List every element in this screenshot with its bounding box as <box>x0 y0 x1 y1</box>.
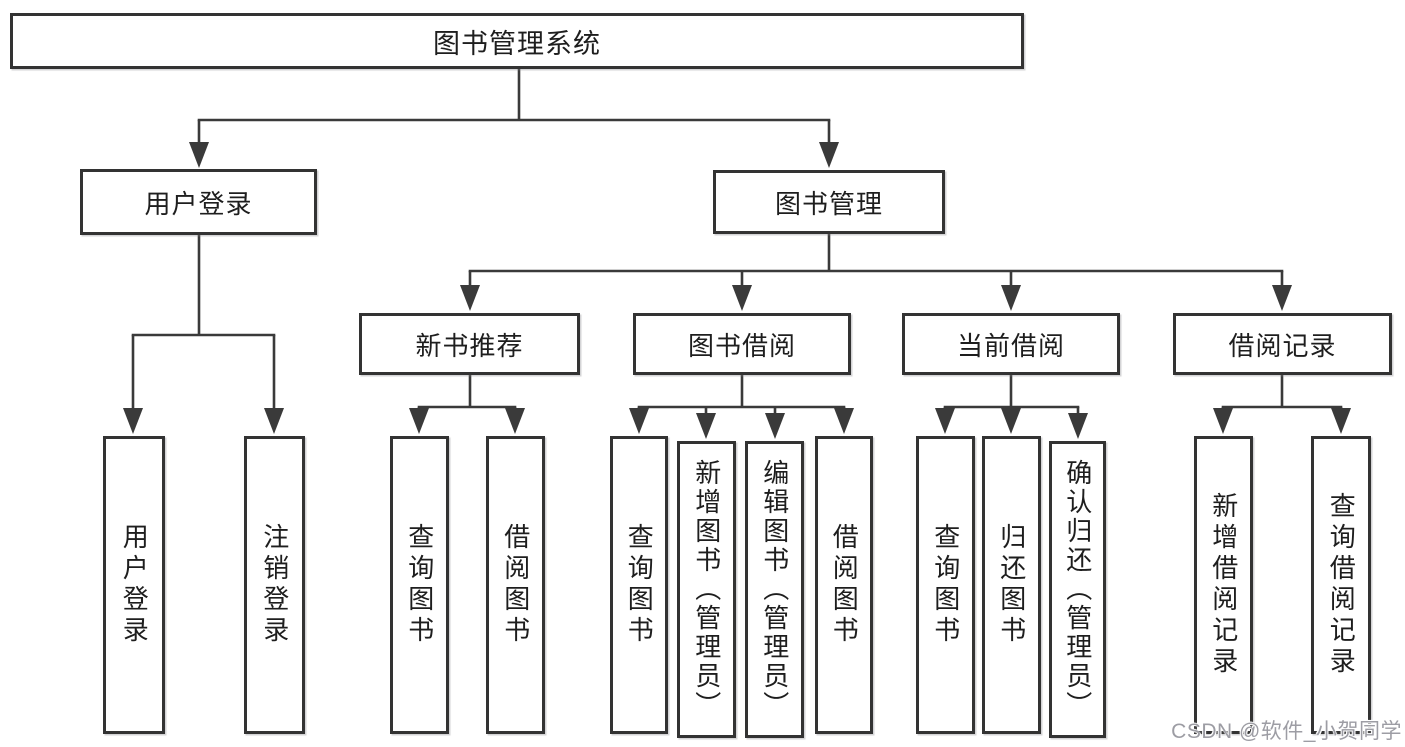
csdn-watermark: CSDN @软件_小贺同学 <box>1171 720 1402 743</box>
leaf-logout: 注销登录 <box>244 436 305 734</box>
leaf-query-borrow-record: 查询借阅记录 <box>1311 436 1371 734</box>
leaf-query-books-newbook-label: 查询图书 <box>404 523 435 647</box>
node-borrow-record: 借阅记录 <box>1173 313 1392 375</box>
leaf-add-books-admin-label: 新增图书（管理员） <box>691 459 722 720</box>
leaf-add-books-admin: 新增图书（管理员） <box>677 441 736 738</box>
node-current-borrow: 当前借阅 <box>902 313 1120 375</box>
leaf-edit-books-admin: 编辑图书（管理员） <box>745 441 804 738</box>
leaf-borrow-books-newbook: 借阅图书 <box>486 436 545 734</box>
leaf-logout-label: 注销登录 <box>259 523 290 647</box>
leaf-confirm-return-admin: 确认归还（管理员） <box>1049 441 1106 738</box>
node-new-book-recommend: 新书推荐 <box>359 313 580 375</box>
leaf-query-books-current: 查询图书 <box>916 436 975 734</box>
leaf-borrow-books: 借阅图书 <box>815 436 873 734</box>
leaf-query-borrow-record-label: 查询借阅记录 <box>1326 492 1357 678</box>
leaf-query-books-newbook: 查询图书 <box>390 436 449 734</box>
leaf-return-books: 归还图书 <box>982 436 1041 734</box>
leaf-query-books-borrow-label: 查询图书 <box>624 523 655 647</box>
leaf-query-books-current-label: 查询图书 <box>930 523 961 647</box>
leaf-add-borrow-record: 新增借阅记录 <box>1194 436 1253 734</box>
leaf-borrow-books-label: 借阅图书 <box>829 523 860 647</box>
leaf-add-borrow-record-label: 新增借阅记录 <box>1208 492 1239 678</box>
node-book-borrow: 图书借阅 <box>633 313 851 375</box>
leaf-confirm-return-admin-label: 确认归还（管理员） <box>1062 459 1093 720</box>
leaf-user-login: 用户登录 <box>103 436 165 734</box>
leaf-return-books-label: 归还图书 <box>996 523 1027 647</box>
leaf-query-books-borrow: 查询图书 <box>610 436 668 734</box>
node-user-login: 用户登录 <box>80 169 317 235</box>
leaf-borrow-books-newbook-label: 借阅图书 <box>500 523 531 647</box>
node-book-management: 图书管理 <box>713 170 945 234</box>
node-library-management-system: 图书管理系统 <box>10 13 1024 69</box>
leaf-user-login-label: 用户登录 <box>119 523 150 647</box>
leaf-edit-books-admin-label: 编辑图书（管理员） <box>759 459 790 720</box>
